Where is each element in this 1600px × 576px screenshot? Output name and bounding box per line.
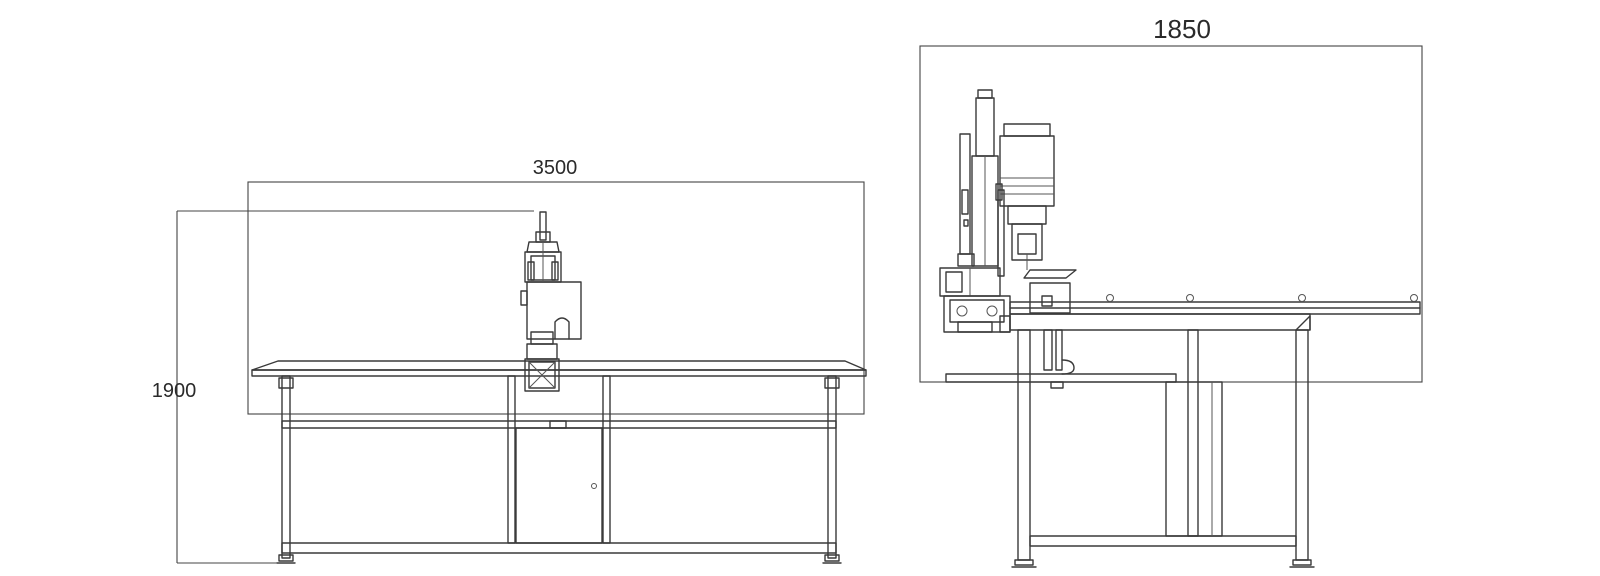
table-bolt-icon <box>1410 294 1418 302</box>
table-bolt-icon <box>1106 294 1114 302</box>
front-legs <box>276 375 842 564</box>
front-cutting-head <box>520 211 582 340</box>
front-middle-rail <box>281 420 837 429</box>
side-shelf <box>945 373 1223 537</box>
gear-icon <box>986 305 998 317</box>
front-bottom-rail <box>281 542 837 554</box>
side-tabletop <box>1009 294 1421 331</box>
table-bolt-icon <box>1298 294 1306 302</box>
side-view: 1850 <box>919 14 1423 568</box>
gear-icon <box>956 305 968 317</box>
side-frame <box>1011 315 1315 568</box>
front-width-dimension-frame <box>247 181 865 415</box>
front-carriage <box>524 331 560 392</box>
side-width-label: 1850 <box>1153 14 1211 44</box>
side-cutting-column <box>939 89 1055 333</box>
cabinet-knob-icon <box>591 483 597 489</box>
table-bolt-icon <box>1186 294 1194 302</box>
front-view: 3500 1900 <box>152 157 867 564</box>
front-cabinet <box>507 375 611 544</box>
height-label: 1900 <box>152 380 197 402</box>
side-lift-mechanism <box>1023 269 1077 375</box>
front-width-label: 3500 <box>533 157 578 179</box>
